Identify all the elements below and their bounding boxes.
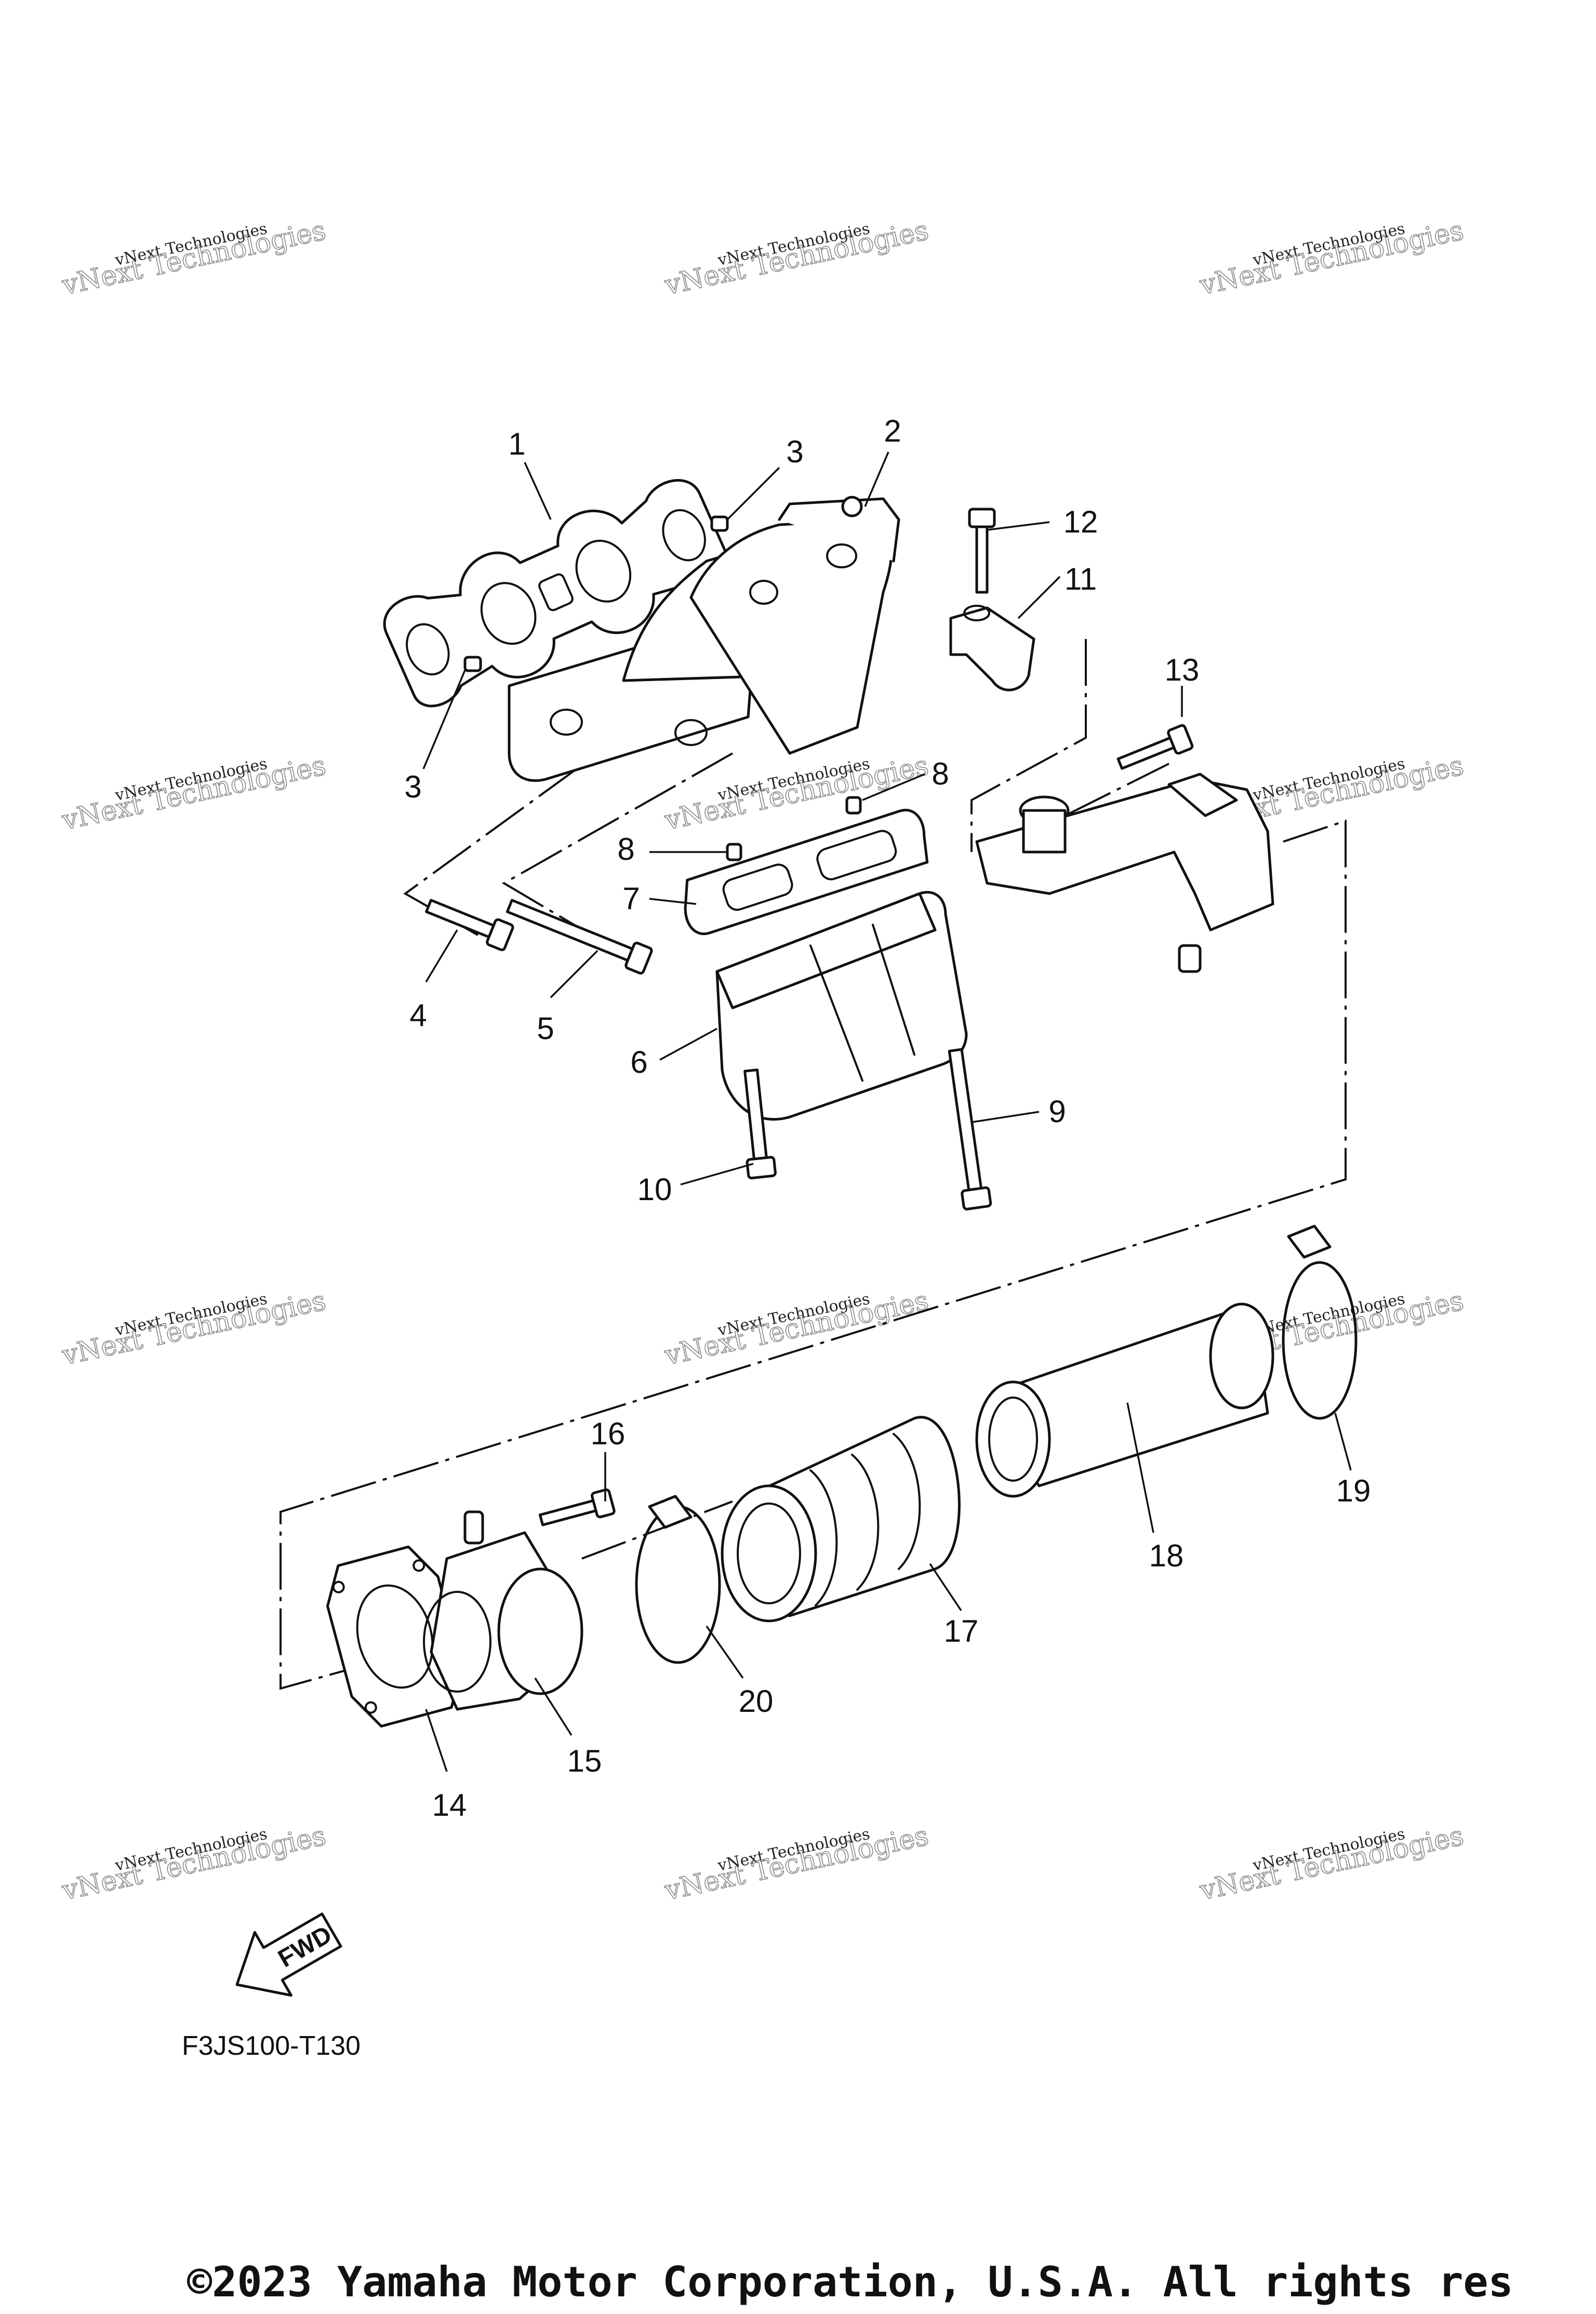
rubber-hose-17 [721,1416,961,1623]
bolt-10 [743,1068,777,1179]
callout-13: 13 [1165,653,1200,687]
dowel-pin-3b [463,656,482,672]
callout-labels: 1 2 3 3 4 5 6 7 8 8 9 10 11 12 13 14 15 … [404,414,1371,1823]
hose-clamp-20 [635,1495,721,1664]
manifold-gasket [383,479,730,708]
callout-8-right: 8 [932,756,949,791]
callout-17: 17 [944,1614,979,1648]
callout-5: 5 [537,1011,554,1046]
callout-20: 20 [739,1684,774,1719]
assembly-line-clamp [581,1500,733,1560]
bolt-5 [506,899,653,975]
callout-6: 6 [630,1045,647,1080]
leader-lines [422,451,1352,1772]
svg-text:vNext Technologies: vNext Technologies [59,215,329,301]
fitting-2 [841,496,863,517]
callout-2: 2 [884,414,901,448]
callout-10: 10 [637,1172,672,1207]
bolt-12 [968,508,996,594]
assembly-line-bracket [970,639,1087,852]
watermark: vNext Technologies vNext Technologies [59,215,329,302]
fwd-arrow-icon: FWD [235,1912,342,1997]
callout-3-top: 3 [786,434,803,469]
callout-11: 11 [1065,562,1097,596]
svg-text:vNext Technologies: vNext Technologies [1197,215,1467,301]
callout-18: 18 [1149,1538,1184,1573]
svg-text:vNext Technologies: vNext Technologies [59,750,329,836]
watermark: vNext Technologies vNext Technologies [59,1820,329,1907]
callout-15: 15 [567,1744,602,1778]
bolt-16 [538,1488,616,1526]
watermark: vNext Technologies vNext Technologies [59,1285,329,1372]
callout-14: 14 [432,1788,467,1823]
exhaust-pipe-18 [975,1302,1274,1498]
exhaust-chamber [715,890,968,1121]
svg-text:vNext Technologies: vNext Technologies [662,215,932,301]
callout-19: 19 [1336,1473,1371,1508]
watermark: vNext Technologies vNext Technologies [661,1820,932,1907]
watermark: vNext Technologies vNext Technologies [1196,215,1467,302]
bolt-9 [948,1048,992,1211]
bolt-13 [1116,724,1194,770]
water-pipe [975,773,1274,973]
copyright-notice: ©2023 Yamaha Motor Corporation, U.S.A. A… [187,2258,1513,2306]
svg-text:vNext Technologies: vNext Technologies [662,1820,932,1907]
callout-9: 9 [1048,1094,1066,1129]
dowel-pin-8a [726,843,742,861]
watermark: vNext Technologies vNext Technologies [59,750,329,837]
watermark: vNext Technologies vNext Technologies [661,215,932,302]
flange-gasket-14 [326,1545,464,1728]
svg-text:vNext Technologies: vNext Technologies [59,1820,329,1907]
svg-text:vNext Technologies: vNext Technologies [59,1285,329,1372]
exhaust-gasket [684,808,929,935]
callout-1: 1 [508,427,525,461]
watermark: vNext Technologies vNext Technologies [661,1285,932,1372]
callout-12: 12 [1063,504,1098,539]
exhaust-manifold [508,496,900,782]
svg-text:vNext Technologies: vNext Technologies [1197,1820,1467,1907]
diagram-code: F3JS100-T130 [182,2031,361,2061]
callout-4: 4 [409,998,427,1033]
watermark: vNext Technologies vNext Technologies [1196,1820,1467,1907]
hose-clamp-19 [1282,1225,1358,1420]
svg-text:vNext Technologies: vNext Technologies [662,1285,932,1372]
callout-7: 7 [622,881,640,916]
dowel-pin-3a [710,515,729,532]
callout-8-left: 8 [617,832,634,867]
callout-3-left: 3 [404,769,421,804]
exhaust-joint-15 [423,1510,583,1711]
dowel-pin-8b [845,796,862,815]
bolt-4 [425,899,514,951]
assembly-line-main [280,819,1347,1690]
callout-16: 16 [591,1416,626,1451]
bracket-11 [949,605,1035,691]
